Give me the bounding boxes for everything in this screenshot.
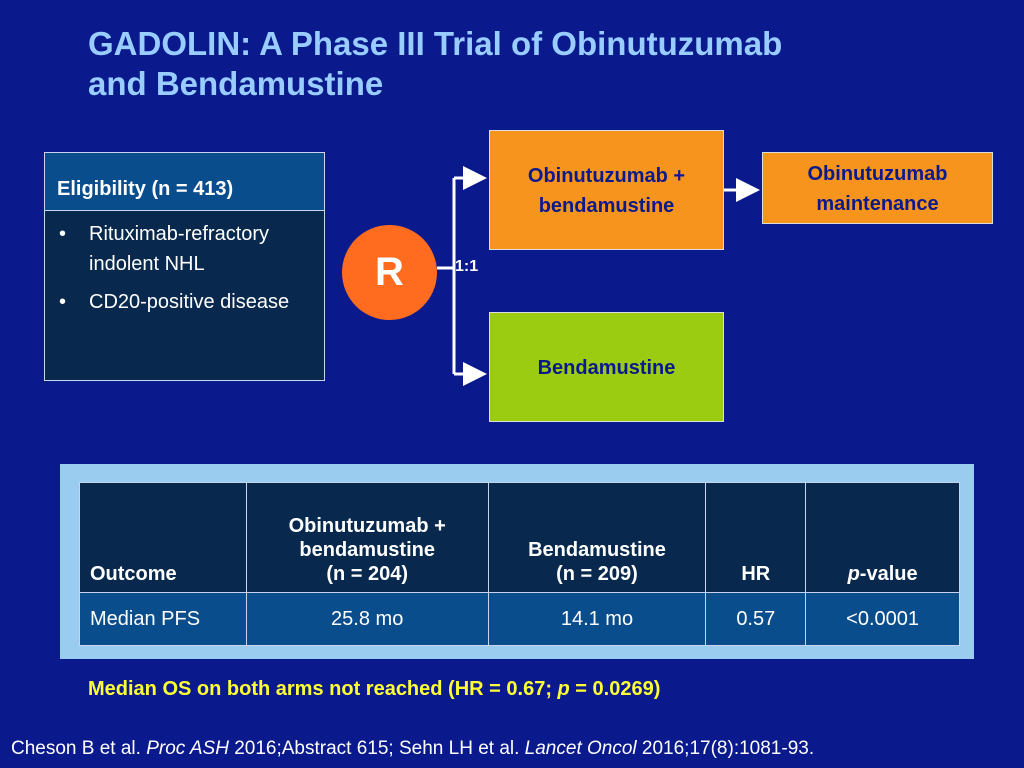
results-table: Outcome Obinutuzumab + bendamustine (n =… (79, 482, 960, 646)
header-pvalue: p-value (805, 482, 960, 593)
arm-maintenance-label: Obinutuzumab maintenance (807, 163, 948, 215)
title-line-2: and Bendamustine (88, 65, 384, 102)
eligibility-list: Rituximab-refractory indolent NHL CD20-p… (45, 211, 324, 317)
table-row: Median PFS 25.8 mo 14.1 mo 0.57 <0.0001 (79, 592, 960, 646)
arm-combo-label: Obinutuzumab + bendamustine (527, 165, 686, 217)
cell-outcome: Median PFS (79, 592, 247, 646)
arm-combo-box: Obinutuzumab + bendamustine (489, 130, 724, 250)
cell-pvalue: <0.0001 (805, 592, 960, 646)
header-benda: Bendamustine (n = 209) (487, 482, 707, 593)
os-note: Median OS on both arms not reached (HR =… (88, 678, 661, 700)
table-header-row: Outcome Obinutuzumab + bendamustine (n =… (79, 482, 960, 593)
header-combo: Obinutuzumab + bendamustine (n = 204) (245, 482, 489, 593)
cell-combo: 25.8 mo (245, 592, 489, 646)
eligibility-box: Eligibility (n = 413) Rituximab-refracto… (44, 152, 325, 381)
eligibility-bullet-2: CD20-positive disease (57, 287, 314, 317)
randomization-label: R (375, 250, 404, 294)
cell-hr: 0.57 (705, 592, 807, 646)
arm-benda-box: Bendamustine (489, 312, 724, 422)
randomization-circle: R (342, 225, 437, 320)
cell-benda: 14.1 mo (487, 592, 707, 646)
arm-maintenance-box: Obinutuzumab maintenance (762, 152, 993, 224)
eligibility-heading: Eligibility (n = 413) (45, 153, 324, 211)
eligibility-bullet-1: Rituximab-refractory indolent NHL (57, 219, 314, 279)
results-table-panel: Outcome Obinutuzumab + bendamustine (n =… (60, 464, 974, 659)
arm-benda-label: Bendamustine (537, 357, 676, 379)
slide-title: GADOLIN: A Phase III Trial of Obinutuzum… (88, 24, 988, 104)
title-line-1: GADOLIN: A Phase III Trial of Obinutuzum… (88, 25, 783, 62)
header-outcome: Outcome (79, 482, 247, 593)
header-hr: HR (705, 482, 807, 593)
citation: Cheson B et al. Proc ASH 2016;Abstract 6… (11, 738, 815, 759)
randomization-ratio: 1:1 (455, 258, 479, 275)
